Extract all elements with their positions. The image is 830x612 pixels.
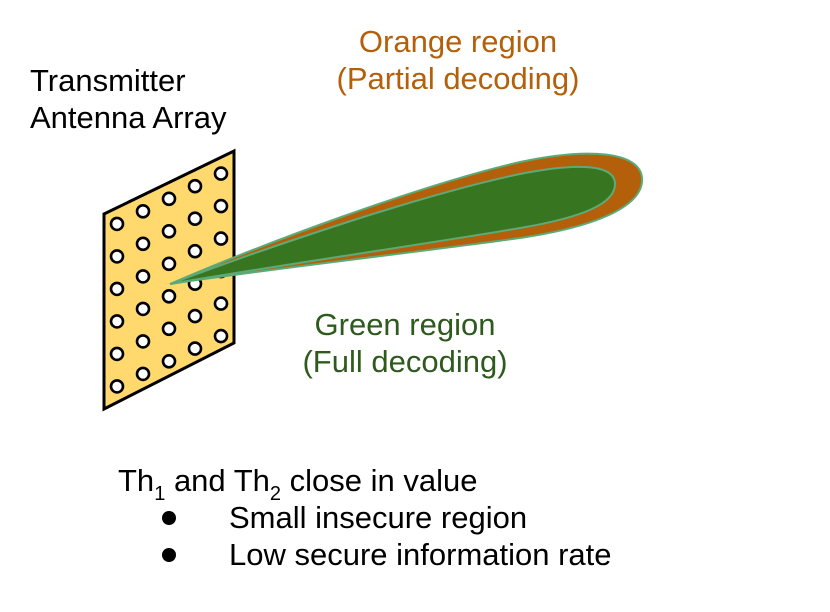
antenna-element-icon <box>109 249 125 264</box>
antenna-element-icon <box>213 198 229 214</box>
antenna-element-icon <box>161 321 177 337</box>
orange-label-line1: Orange region <box>358 24 558 59</box>
antenna-element-icon <box>161 224 177 239</box>
th2-label: Th <box>233 463 270 498</box>
and-word: and <box>173 463 226 498</box>
green-label-line2: (Full decoding) <box>302 344 508 379</box>
transmitter-label: Transmitter Antenna Array <box>30 62 226 136</box>
antenna-element-icon <box>187 211 203 226</box>
heading-tail: close in value <box>289 463 478 498</box>
orange-label-line2: (Partial decoding) <box>336 61 580 96</box>
bullet-icon <box>162 510 176 525</box>
antenna-element-icon <box>161 288 177 304</box>
antenna-element-icon <box>161 191 177 207</box>
antenna-element-icon <box>161 353 177 369</box>
antenna-element-icon <box>135 204 151 219</box>
antenna-element-icon <box>213 328 229 344</box>
orange-region-label: Orange region (Partial decoding) <box>302 23 614 97</box>
th1-label: Th <box>118 463 155 498</box>
bullet-text: Low secure information rate <box>229 537 612 572</box>
antenna-element-icon <box>109 314 125 329</box>
th2-subscript: 2 <box>269 483 282 505</box>
antenna-element-icon <box>187 341 203 356</box>
antenna-element-icon <box>187 178 203 194</box>
green-region-beam <box>169 165 617 285</box>
conclusion-block: Th1 and Th2 close in value Small insecur… <box>118 462 612 573</box>
antenna-element-icon <box>135 334 151 349</box>
bullet-item: Low secure information rate <box>118 536 612 573</box>
th1-subscript: 1 <box>154 483 166 505</box>
green-region-label: Green region (Full decoding) <box>272 306 538 380</box>
antenna-element-icon <box>213 296 229 311</box>
bullet-item: Small insecure region <box>118 499 612 536</box>
antenna-element-icon <box>109 379 125 394</box>
antenna-element-icon <box>187 308 203 324</box>
antenna-element-icon <box>213 166 229 181</box>
antenna-element-icon <box>109 281 125 297</box>
transmitter-label-line2: Antenna Array <box>30 100 227 135</box>
antenna-element-icon <box>109 346 125 362</box>
transmitter-label-line1: Transmitter <box>30 63 186 98</box>
bullet-text: Small insecure region <box>229 500 528 535</box>
antenna-element-icon <box>135 236 151 252</box>
antenna-array-panel <box>102 148 236 412</box>
antenna-element-icon <box>213 231 229 246</box>
bullet-icon <box>162 547 176 562</box>
antenna-element-icon <box>161 256 177 272</box>
antenna-element-icon <box>135 366 151 382</box>
antenna-element-icon <box>135 301 151 317</box>
green-label-line1: Green region <box>314 307 496 342</box>
antenna-element-icon <box>109 216 125 232</box>
antenna-element-icon <box>187 243 203 259</box>
conclusion-heading: Th1 and Th2 close in value <box>118 462 612 504</box>
antenna-element-icon <box>135 269 151 284</box>
